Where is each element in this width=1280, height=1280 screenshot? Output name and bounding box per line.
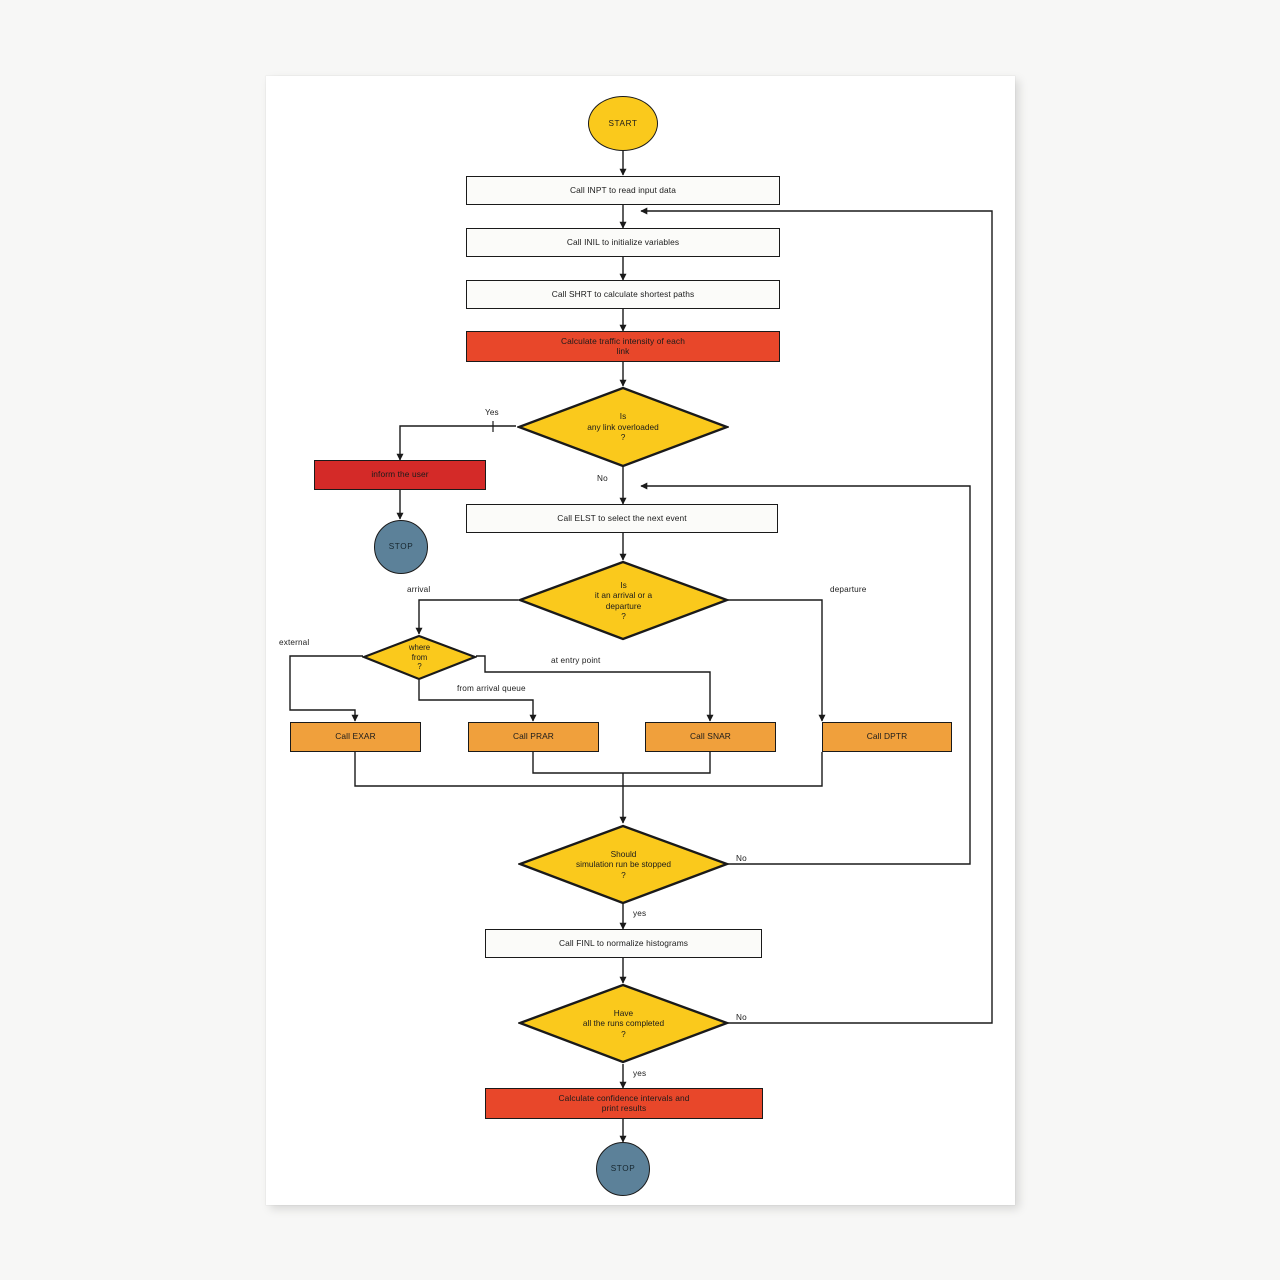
node-inform-the-user[interactable]: inform the user: [314, 460, 486, 490]
node-call-prar[interactable]: Call PRAR: [468, 722, 599, 752]
node-is-arrival-or-departure[interactable]: Is it an arrival or a departure ?: [518, 560, 729, 641]
node-calculate-confidence-intervals-label: Calculate confidence intervals and print…: [558, 1092, 690, 1113]
edge-label-arrival: arrival: [407, 585, 431, 594]
node-where-from[interactable]: where from ?: [362, 634, 477, 681]
node-call-shrt-label: Call SHRT to calculate shortest paths: [551, 288, 695, 299]
edge-label-no-overloaded: No: [597, 474, 608, 483]
node-is-any-link-overloaded-label: Is any link overloaded ?: [587, 411, 659, 443]
node-calculate-confidence-intervals[interactable]: Calculate confidence intervals and print…: [485, 1088, 763, 1119]
node-stop-final-label: STOP: [610, 1164, 636, 1174]
node-stop-overloaded-label: STOP: [388, 542, 414, 552]
node-call-elst-label: Call ELST to select the next event: [557, 512, 687, 523]
node-call-inil[interactable]: Call INIL to initialize variables: [466, 228, 780, 257]
node-should-simulation-run-be-stopped[interactable]: Should simulation run be stopped ?: [518, 824, 729, 905]
node-calculate-traffic-intensity-label: Calculate traffic intensity of each link: [561, 335, 685, 356]
node-is-any-link-overloaded[interactable]: Is any link overloaded ?: [517, 386, 729, 468]
edge-label-no-runs: No: [736, 1013, 747, 1022]
node-start-label: START: [608, 118, 638, 128]
node-stop-final[interactable]: STOP: [596, 1142, 650, 1196]
edge-label-from-arrival-queue: from arrival queue: [457, 684, 526, 693]
edge-label-at-entry-point: at entry point: [551, 656, 601, 665]
flowchart-paper-sheet: START Call INPT to read input data Call …: [266, 76, 1015, 1205]
node-call-exar[interactable]: Call EXAR: [290, 722, 421, 752]
node-call-dptr-label: Call DPTR: [866, 731, 908, 742]
node-start[interactable]: START: [588, 96, 658, 151]
node-have-all-runs-completed[interactable]: Have all the runs completed ?: [518, 983, 729, 1064]
node-call-snar[interactable]: Call SNAR: [645, 722, 776, 752]
node-call-snar-label: Call SNAR: [690, 731, 731, 742]
node-inform-the-user-label: inform the user: [371, 469, 429, 480]
node-have-all-runs-completed-label: Have all the runs completed ?: [582, 1007, 665, 1039]
node-call-inil-label: Call INIL to initialize variables: [566, 236, 680, 247]
node-where-from-label: where from ?: [408, 642, 431, 672]
node-call-finl[interactable]: Call FINL to normalize histograms: [485, 929, 762, 958]
node-call-exar-label: Call EXAR: [335, 731, 376, 742]
node-call-shrt[interactable]: Call SHRT to calculate shortest paths: [466, 280, 780, 309]
diamond-shape: [518, 824, 729, 905]
node-call-inpt-label: Call INPT to read input data: [570, 184, 676, 195]
node-call-prar-label: Call PRAR: [513, 731, 554, 742]
node-call-finl-label: Call FINL to normalize histograms: [558, 937, 689, 948]
node-call-elst[interactable]: Call ELST to select the next event: [466, 504, 778, 533]
node-stop-overloaded[interactable]: STOP: [374, 520, 428, 574]
edge-label-no-stopped: No: [736, 854, 747, 863]
flowchart: START Call INPT to read input data Call …: [266, 76, 1015, 1205]
node-is-arrival-or-departure-label: Is it an arrival or a departure ?: [594, 579, 653, 621]
diamond-shape: [517, 386, 729, 468]
diamond-shape: [518, 983, 729, 1064]
node-call-dptr[interactable]: Call DPTR: [822, 722, 952, 752]
edge-label-external: external: [279, 638, 310, 647]
edge-label-yes-overloaded: Yes: [485, 408, 499, 417]
edge-label-departure: departure: [830, 585, 867, 594]
diamond-shape: [518, 560, 729, 641]
edge-label-yes-runs: yes: [633, 1069, 647, 1078]
node-calculate-traffic-intensity[interactable]: Calculate traffic intensity of each link: [466, 331, 780, 362]
edge-label-yes-stopped: yes: [633, 909, 647, 918]
node-should-simulation-run-be-stopped-label: Should simulation run be stopped ?: [575, 848, 671, 880]
diamond-shape: [362, 634, 477, 681]
node-call-inpt[interactable]: Call INPT to read input data: [466, 176, 780, 205]
